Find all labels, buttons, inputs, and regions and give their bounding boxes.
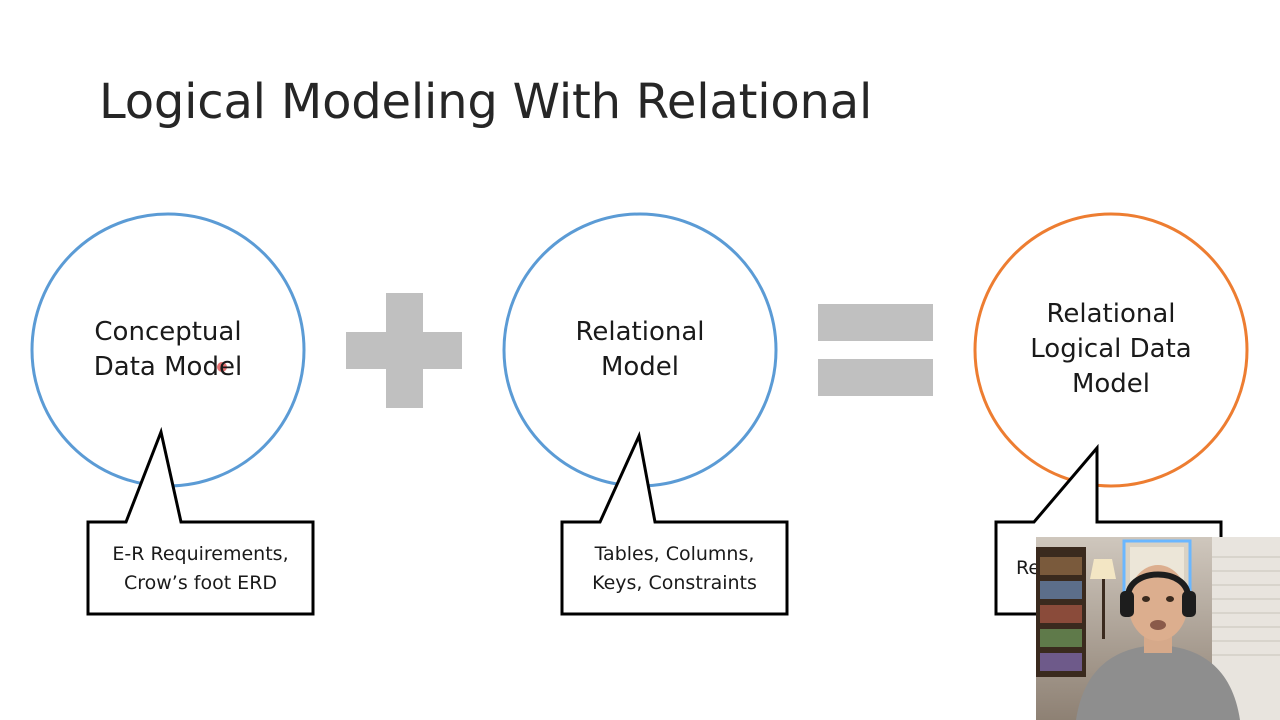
callout-3-text: Re [1016,554,1040,583]
conceptual-label: Conceptual Data Model [68,315,268,385]
callout-1-line-2: Crow’s foot ERD [123,572,278,594]
callout-2-line-1: Tables, Columns, [594,543,755,565]
callout-1-line-1: E-R Requirements, [112,543,289,565]
conceptual-label-line-2: Data Model [93,352,243,382]
result-label-line-2: Logical Data [1030,334,1192,364]
callout-2-shape [560,431,789,616]
callout-2-text: Tables, Columns, Keys, Constraints [562,540,787,598]
pointer-dot [217,362,227,372]
slide-title: Logical Modeling With Relational [99,74,873,130]
callout-2-line-2: Keys, Constraints [592,572,757,594]
result-circle [973,212,1249,488]
result-label-line-3: Model [1071,369,1151,399]
conceptual-label-line-1: Conceptual [94,317,242,347]
callout-1-shape [86,426,315,616]
result-label: Relational Logical Data Model [1011,297,1211,402]
presenter-webcam [1036,537,1280,720]
webcam-scene-icon [1036,537,1280,720]
relational-label: Relational Model [540,315,740,385]
equals-sign [818,304,933,396]
plus-sign [346,293,462,408]
callout-1-text: E-R Requirements, Crow’s foot ERD [88,540,313,598]
callout-3-line-1: Re [1016,557,1041,579]
relational-label-line-2: Model [600,352,680,382]
result-label-line-1: Relational [1046,299,1176,329]
relational-label-line-1: Relational [575,317,705,347]
